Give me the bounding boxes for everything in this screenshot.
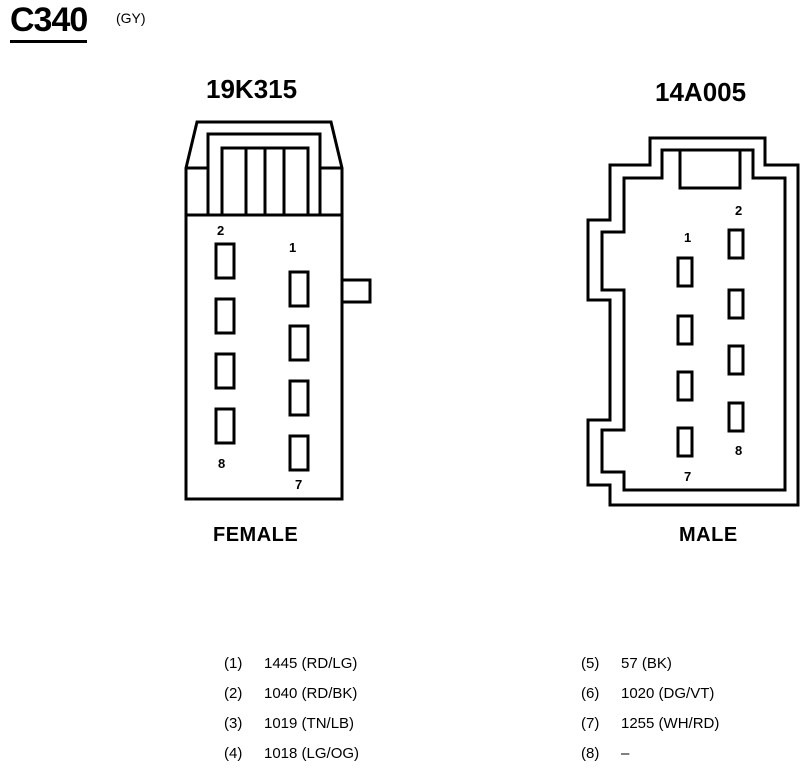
male-part-number: 14A005 — [655, 77, 747, 107]
pin-number: (1) — [224, 655, 243, 672]
pinout-row: (1) 1445 (RD/LG) — [224, 655, 357, 672]
pinout-row: (7) 1255 (WH/RD) — [581, 715, 719, 732]
pin-number: (2) — [224, 685, 243, 702]
female-pin-label-1: 1 — [289, 240, 297, 255]
pin-number: (3) — [224, 715, 243, 732]
pin-number: (4) — [224, 745, 243, 762]
pinout-row: (3) 1019 (TN/LB) — [224, 715, 354, 732]
female-pin-label-2: 2 — [217, 223, 225, 238]
male-pin-label-7: 7 — [684, 469, 692, 484]
connector-name: C340 — [10, 2, 88, 43]
circuit-info: 1018 (LG/OG) — [264, 745, 360, 762]
female-cavities — [214, 242, 310, 472]
pinout-row: (2) 1040 (RD/BK) — [224, 685, 357, 702]
circuit-info: 1020 (DG/VT) — [621, 685, 715, 702]
pinout-row: (5) 57 (BK) — [581, 655, 672, 672]
circuit-info: 1019 (TN/LB) — [264, 715, 355, 732]
pin-number: (8) — [581, 745, 600, 762]
circuit-info: 1445 (RD/LG) — [264, 655, 358, 672]
connector-color: (GY) — [116, 10, 146, 26]
pin-number: (7) — [581, 715, 600, 732]
female-label: FEMALE — [213, 524, 299, 546]
male-connector-outline — [586, 136, 800, 507]
pinout-row: (6) 1020 (DG/VT) — [581, 685, 714, 702]
female-pin-label-8: 8 — [218, 456, 226, 471]
pinout-row: (4) 1018 (LG/OG) — [224, 745, 359, 762]
male-pin-label-1: 1 — [684, 230, 692, 245]
female-pin-label-7: 7 — [295, 477, 303, 492]
circuit-info: 1255 (WH/RD) — [621, 715, 720, 732]
male-cavities — [676, 228, 745, 458]
female-connector-outline — [184, 120, 372, 501]
male-pin-label-8: 8 — [735, 443, 743, 458]
male-label: MALE — [679, 524, 738, 546]
pinout-row: (8) – — [581, 745, 629, 762]
circuit-info: 1040 (RD/BK) — [264, 685, 358, 702]
pin-number: (5) — [581, 655, 600, 672]
circuit-info: 57 (BK) — [621, 655, 672, 672]
pin-number: (6) — [581, 685, 600, 702]
circuit-info: – — [621, 745, 630, 762]
female-part-number: 19K315 — [206, 74, 298, 104]
male-pin-label-2: 2 — [735, 203, 743, 218]
